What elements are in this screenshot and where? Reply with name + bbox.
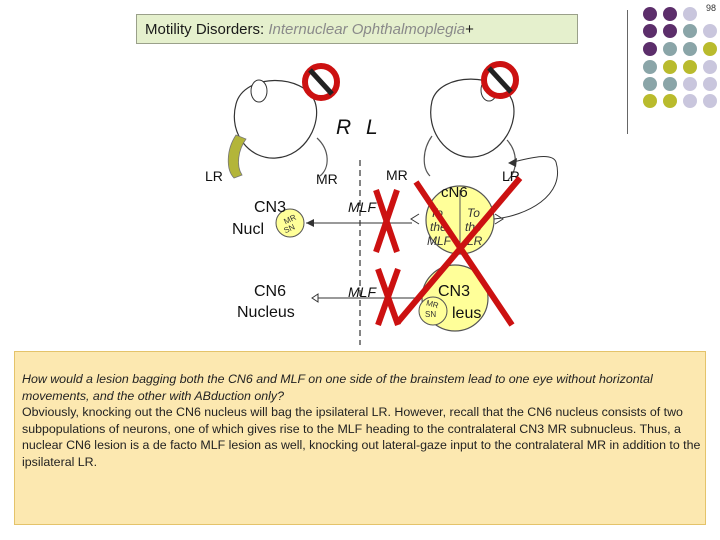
explanation-box: How would a lesion bagging both the CN6 … [14, 351, 706, 525]
decor-dot [663, 94, 677, 108]
decor-dot [683, 7, 697, 21]
decor-dot [683, 77, 697, 91]
decor-dot [683, 60, 697, 74]
decor-dot [703, 94, 717, 108]
no-sign-icon [481, 61, 519, 99]
no-sign-icon [302, 63, 340, 101]
decor-dot [643, 60, 657, 74]
cn3-left-line1: CN3 [438, 283, 470, 300]
side-label-left: L [366, 116, 378, 139]
cn6-left-output-arrow [494, 213, 504, 225]
mlf-top-label: MLF [348, 199, 377, 215]
ino-pathway-diagram: R L LR MR MR LR MR SN CN3 Nucl CN6 Nucle… [205, 61, 559, 345]
mr-right-label: MR [316, 171, 338, 187]
lr-projection-arrowhead [508, 158, 517, 167]
right-medial-rectus [316, 137, 328, 177]
decor-dot [643, 42, 657, 56]
decor-dot [703, 24, 717, 38]
decor-dot [663, 7, 677, 21]
decor-dot [643, 7, 657, 21]
cn6-left-label: cN6 [441, 184, 468, 201]
cn3-right-line2: Nucl [232, 221, 264, 238]
cn3-right-line1: CN3 [254, 199, 286, 216]
decor-dot [683, 94, 697, 108]
question-text: How would a lesion bagging both the CN6 … [22, 372, 653, 403]
page-number: 98 [705, 3, 716, 13]
right-eye [233, 79, 318, 159]
mr-sn-left-top: MR [425, 298, 440, 310]
mlf-bottom-arrowhead [311, 293, 319, 303]
decor-dot [703, 60, 717, 74]
to-mlf-3: MLF [427, 234, 452, 248]
lesion-x-bottom [375, 267, 401, 327]
decor-dot [643, 77, 657, 91]
title-accent: Internuclear Ophthalmoplegia [268, 21, 466, 38]
lr-projection-curve [493, 156, 559, 220]
decor-dot [643, 94, 657, 108]
decor-dot [663, 60, 677, 74]
mlf-bottom-label: MLF [348, 284, 377, 300]
mlf-top-arrowhead [306, 219, 314, 227]
decor-dot [643, 24, 657, 38]
left-eye [430, 78, 515, 158]
decor-dot [683, 42, 697, 56]
cn6-right-line2: Nucleus [237, 304, 295, 321]
decor-dot [703, 77, 717, 91]
to-lr-1: To [467, 206, 480, 220]
cn6-right-line1: CN6 [254, 283, 286, 300]
answer-text: Obviously, knocking out the CN6 nucleus … [22, 405, 701, 469]
right-lateral-rectus [227, 134, 247, 179]
decor-dot [683, 24, 697, 38]
side-label-right: R [336, 116, 351, 139]
mr-sn-bottom-label: SN [282, 222, 296, 235]
mr-sn-left-bottom: SN [425, 310, 436, 319]
decorative-divider [627, 10, 628, 134]
mr-subnucleus-left [418, 296, 448, 326]
decor-dot [663, 77, 677, 91]
slide-title: Motility Disorders: Internuclear Ophthal… [136, 14, 578, 44]
title-suffix: + [465, 21, 474, 38]
right-lens [250, 79, 268, 103]
mr-subnucleus-right [275, 208, 305, 238]
decor-dot [663, 24, 677, 38]
decorative-dot-grid [643, 7, 717, 108]
decor-dot [663, 42, 677, 56]
decor-dot [703, 42, 717, 56]
mr-left-label: MR [386, 167, 408, 183]
lesion-x-top [373, 189, 400, 253]
left-medial-rectus [423, 135, 433, 177]
lesion-x-large-b [413, 180, 515, 327]
cn6-left-input-arrow [410, 213, 420, 225]
lr-right-label: LR [205, 168, 223, 184]
title-main: Motility Disorders: [145, 21, 265, 38]
cn3-left-line2: leus [452, 305, 481, 322]
